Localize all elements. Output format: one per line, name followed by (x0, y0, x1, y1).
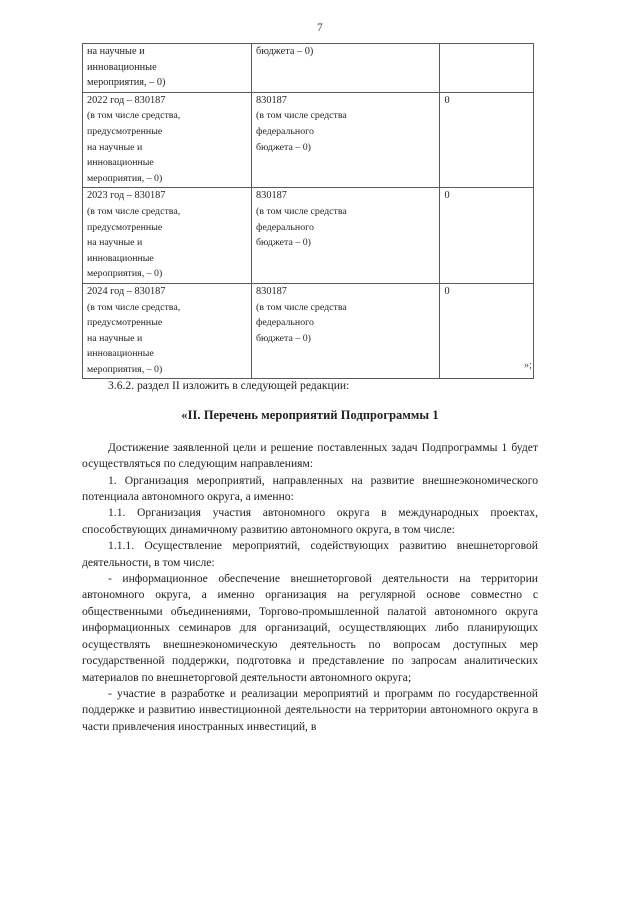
table-cell-amount-description: 830187 (в том числе средства федеральног… (251, 283, 441, 380)
cell-text-line: мероприятия, – 0) (87, 172, 163, 184)
cell-text-line: на научные и (87, 332, 143, 344)
cell-text-line: бюджета – 0) (256, 141, 311, 153)
section-heading: «II. Перечень мероприятий Подпрограммы 1 (181, 408, 439, 423)
paragraph-achievement: Достижение заявленной цели и решение пос… (82, 440, 538, 471)
cell-text-line: мероприятия, – 0) (87, 77, 166, 89)
table-cell-year-description: 2024 год – 830187 (в том числе средства,… (81, 283, 253, 380)
financing-table-body: на научные и инновационные мероприятия, … (81, 43, 534, 380)
table-cell-value: 0 (439, 187, 534, 284)
cell-text-line: бюджета – 0) (256, 237, 311, 249)
cell-text-line: на научные и (87, 237, 143, 249)
cell-text-line: на научные и (87, 46, 145, 57)
table-cell-year-description: 2022 год – 830187 (в том числе средства,… (81, 92, 253, 189)
paragraph-item-1: 1. Организация мероприятий, направленных… (82, 473, 538, 504)
cell-text-line: 830187 (256, 285, 287, 297)
cell-text-line: инновационные (87, 61, 157, 73)
cell-text-line: федерального (256, 317, 314, 329)
cell-text-line: предусмотренные (87, 125, 163, 137)
cell-text-line: бюджета – 0) (256, 46, 314, 57)
cell-text-line: предусмотренные (87, 317, 163, 329)
paragraph-item-1-1-1: 1.1.1. Осуществление мероприятий, содейс… (82, 539, 538, 569)
table-cell-amount-description: 830187 (в том числе средства федеральног… (251, 187, 441, 284)
table-row: 2022 год – 830187 (в том числе средства,… (81, 92, 534, 189)
amendment-clause: 3.6.2. раздел II изложить в следующей ре… (108, 379, 350, 392)
cell-text-line: мероприятия, – 0) (87, 268, 163, 280)
cell-text-line: инновационные (87, 348, 154, 360)
document-body: 3.6.2. раздел II изложить в следующей ре… (82, 378, 538, 735)
cell-text-line: бюджета – 0) (256, 332, 311, 344)
cell-text-line: 2024 год – 830187 (87, 285, 166, 297)
table-cell-value (439, 43, 534, 93)
cell-text-line: (в том числе средства (256, 301, 347, 313)
cell-text-line: (в том числе средства, (87, 301, 181, 313)
cell-text-line: мероприятия, – 0) (87, 363, 163, 375)
cell-text-line: (в том числе средства, (87, 110, 181, 122)
table-cell-amount-description: 830187 (в том числе средства федеральног… (251, 92, 441, 189)
cell-text-line: предусмотренные (87, 221, 163, 233)
cell-text-line: 830187 (256, 94, 287, 106)
table-cell-value: 0 (439, 283, 534, 380)
paragraph-item-1-1: 1.1. Организация участия автономного окр… (82, 506, 538, 536)
table-cell-amount-description: бюджета – 0) (251, 43, 441, 93)
page-number: 7 (317, 22, 323, 34)
cell-text-line: на научные и (87, 141, 143, 153)
cell-text-line: (в том числе средства (256, 110, 347, 122)
paragraph-bullet-information-support: - информационное обеспечение внешнеторго… (82, 572, 538, 684)
cell-text-line: федерального (256, 125, 314, 137)
table-cell-year-description: на научные и инновационные мероприятия, … (81, 43, 253, 93)
cell-text-line: федерального (256, 221, 314, 233)
paragraph-bullet-participation: - участие в разработке и реализации меро… (82, 686, 538, 733)
cell-text-line: (в том числе средства (256, 205, 347, 217)
cell-text-line: (в том числе средства, (87, 205, 181, 217)
table-row: 2023 год – 830187 (в том числе средства,… (81, 187, 534, 284)
table-cell-year-description: 2023 год – 830187 (в том числе средства,… (81, 187, 253, 284)
table-end-marker: »; (524, 360, 532, 371)
table-row: на научные и инновационные мероприятия, … (81, 43, 534, 93)
financing-table: на научные и инновационные мероприятия, … (81, 43, 534, 380)
cell-text-line: 830187 (256, 190, 287, 202)
cell-text-line: инновационные (87, 252, 154, 264)
cell-text-line: 2023 год – 830187 (87, 190, 166, 202)
table-row: 2024 год – 830187 (в том числе средства,… (81, 283, 534, 380)
cell-text-line: инновационные (87, 157, 154, 169)
cell-text-line: 2022 год – 830187 (87, 94, 166, 106)
table-cell-value: 0 (439, 92, 534, 189)
